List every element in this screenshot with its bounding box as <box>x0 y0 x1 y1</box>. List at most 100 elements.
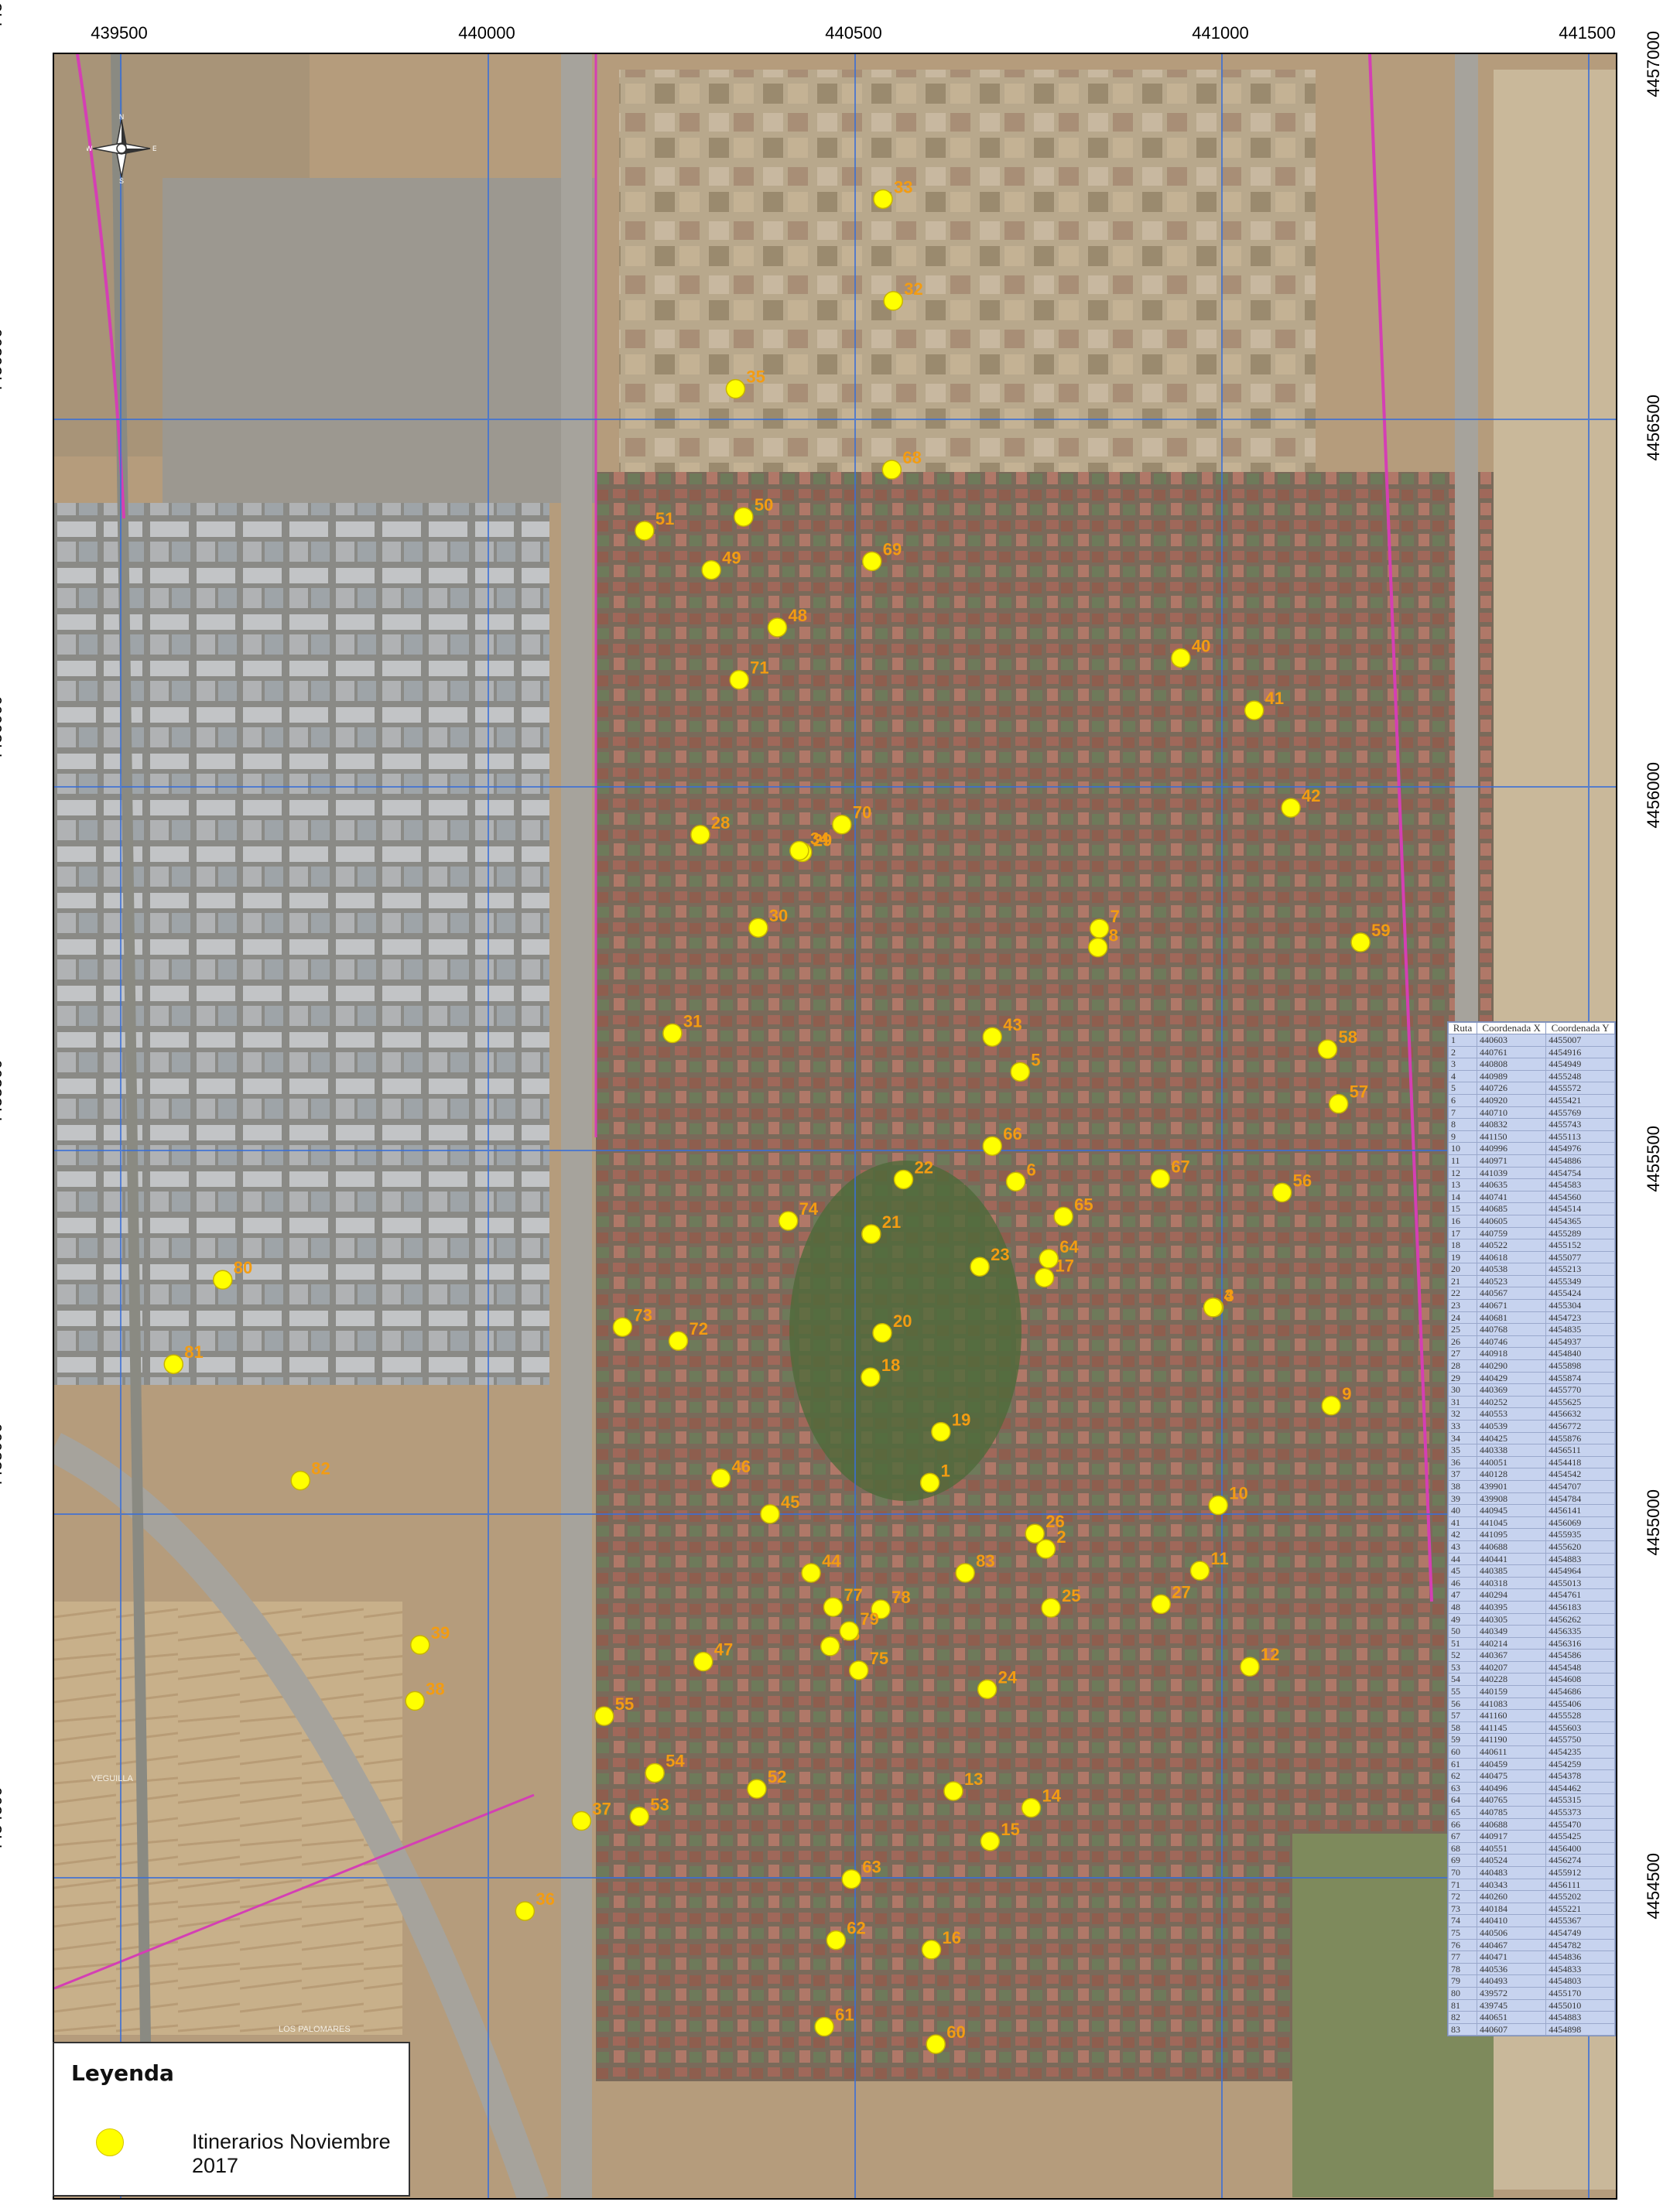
marker-dot[interactable] <box>839 1621 860 1641</box>
route-marker-41[interactable]: 41 <box>1244 689 1284 720</box>
route-marker-34[interactable]: 34 <box>789 829 830 861</box>
marker-dot[interactable] <box>823 1597 844 1617</box>
route-marker-62[interactable]: 62 <box>826 1919 866 1950</box>
marker-dot[interactable] <box>760 1504 780 1524</box>
marker-dot[interactable] <box>832 814 852 835</box>
route-marker-26[interactable]: 26 <box>1025 1512 1065 1544</box>
route-marker-68[interactable]: 68 <box>881 448 922 480</box>
route-marker-61[interactable]: 61 <box>814 2005 854 2037</box>
route-marker-71[interactable]: 71 <box>729 658 769 690</box>
marker-dot[interactable] <box>1281 798 1301 818</box>
route-marker-6[interactable]: 6 <box>1005 1160 1036 1192</box>
route-marker-21[interactable]: 21 <box>861 1212 901 1244</box>
marker-dot[interactable] <box>734 507 754 527</box>
route-marker-40[interactable]: 40 <box>1171 636 1210 668</box>
marker-dot[interactable] <box>820 1636 840 1656</box>
route-marker-33[interactable]: 33 <box>873 177 912 210</box>
route-marker-35[interactable]: 35 <box>725 368 765 399</box>
marker-dot[interactable] <box>801 1563 821 1583</box>
marker-dot[interactable] <box>701 559 721 580</box>
route-marker-45[interactable]: 45 <box>760 1492 799 1524</box>
route-marker-9[interactable]: 9 <box>1321 1384 1351 1416</box>
route-marker-78[interactable]: 78 <box>871 1588 911 1619</box>
marker-dot[interactable] <box>748 918 768 938</box>
route-marker-37[interactable]: 37 <box>571 1800 611 1831</box>
route-marker-16[interactable]: 16 <box>921 1928 961 1960</box>
route-marker-5[interactable]: 5 <box>1010 1050 1040 1082</box>
marker-dot[interactable] <box>970 1256 990 1277</box>
marker-dot[interactable] <box>1005 1171 1026 1192</box>
route-marker-49[interactable]: 49 <box>701 549 741 580</box>
route-marker-2[interactable]: 2 <box>1035 1527 1066 1559</box>
route-marker-46[interactable]: 46 <box>710 1457 751 1489</box>
marker-dot[interactable] <box>1240 1656 1260 1677</box>
route-marker-53[interactable]: 53 <box>629 1795 669 1827</box>
route-marker-48[interactable]: 48 <box>767 606 807 638</box>
marker-dot[interactable] <box>1034 1267 1055 1288</box>
route-marker-39[interactable]: 39 <box>410 1623 450 1655</box>
marker-dot[interactable] <box>290 1470 311 1491</box>
marker-dot[interactable] <box>861 1367 881 1387</box>
route-marker-38[interactable]: 38 <box>405 1679 445 1711</box>
marker-dot[interactable] <box>848 1660 869 1680</box>
route-marker-15[interactable]: 15 <box>980 1820 1020 1851</box>
marker-dot[interactable] <box>841 1868 861 1889</box>
marker-dot[interactable] <box>1321 1396 1341 1416</box>
marker-dot[interactable] <box>982 1136 1002 1156</box>
marker-dot[interactable] <box>1317 1039 1338 1059</box>
route-marker-22[interactable]: 22 <box>893 1157 933 1190</box>
marker-dot[interactable] <box>725 378 746 399</box>
marker-dot[interactable] <box>163 1354 184 1374</box>
marker-dot[interactable] <box>1244 700 1264 720</box>
route-marker-20[interactable]: 20 <box>872 1311 912 1343</box>
route-marker-65[interactable]: 65 <box>1053 1195 1093 1227</box>
marker-dot[interactable] <box>1053 1206 1073 1227</box>
marker-dot[interactable] <box>893 1169 914 1190</box>
marker-dot[interactable] <box>1189 1561 1210 1581</box>
marker-dot[interactable] <box>872 1323 892 1343</box>
marker-dot[interactable] <box>1035 1539 1056 1559</box>
marker-dot[interactable] <box>1089 918 1110 938</box>
marker-dot[interactable] <box>1328 1093 1349 1114</box>
route-marker-52[interactable]: 52 <box>747 1767 786 1799</box>
route-marker-79[interactable]: 79 <box>839 1609 879 1641</box>
route-marker-72[interactable]: 72 <box>668 1319 708 1351</box>
marker-dot[interactable] <box>977 1679 998 1700</box>
marker-dot[interactable] <box>645 1762 665 1783</box>
marker-dot[interactable] <box>729 669 749 690</box>
marker-dot[interactable] <box>881 460 902 480</box>
marker-dot[interactable] <box>1025 1523 1045 1544</box>
marker-dot[interactable] <box>515 1901 536 1921</box>
route-marker-47[interactable]: 47 <box>693 1640 733 1672</box>
route-marker-25[interactable]: 25 <box>1041 1586 1081 1618</box>
route-marker-63[interactable]: 63 <box>841 1858 881 1889</box>
marker-dot[interactable] <box>690 825 710 845</box>
route-marker-32[interactable]: 32 <box>883 279 923 311</box>
route-marker-69[interactable]: 69 <box>862 539 902 572</box>
route-marker-51[interactable]: 51 <box>635 509 674 541</box>
route-marker-66[interactable]: 66 <box>982 1124 1022 1156</box>
marker-dot[interactable] <box>861 1224 881 1244</box>
marker-dot[interactable] <box>1150 1168 1171 1189</box>
marker-dot[interactable] <box>814 2016 834 2037</box>
marker-dot[interactable] <box>767 617 788 638</box>
aerial-map[interactable]: VEGUILLA LOS PALOMARES 12345678910111213… <box>54 54 1617 2200</box>
marker-dot[interactable] <box>1041 1598 1061 1618</box>
marker-dot[interactable] <box>980 1831 1001 1851</box>
route-marker-81[interactable]: 81 <box>163 1342 204 1374</box>
route-marker-19[interactable]: 19 <box>931 1410 970 1442</box>
route-marker-59[interactable]: 59 <box>1350 921 1391 952</box>
route-marker-64[interactable]: 64 <box>1039 1237 1079 1269</box>
route-marker-8[interactable]: 8 <box>1087 926 1118 958</box>
route-marker-13[interactable]: 13 <box>943 1769 983 1801</box>
route-marker-58[interactable]: 58 <box>1317 1027 1357 1059</box>
marker-dot[interactable] <box>871 1599 891 1619</box>
route-marker-70[interactable]: 70 <box>832 803 871 835</box>
route-marker-82[interactable]: 82 <box>290 1459 330 1491</box>
marker-dot[interactable] <box>789 840 809 861</box>
marker-dot[interactable] <box>571 1810 592 1831</box>
route-marker-31[interactable]: 31 <box>662 1012 702 1044</box>
marker-dot[interactable] <box>862 551 882 572</box>
route-marker-43[interactable]: 43 <box>982 1015 1022 1047</box>
